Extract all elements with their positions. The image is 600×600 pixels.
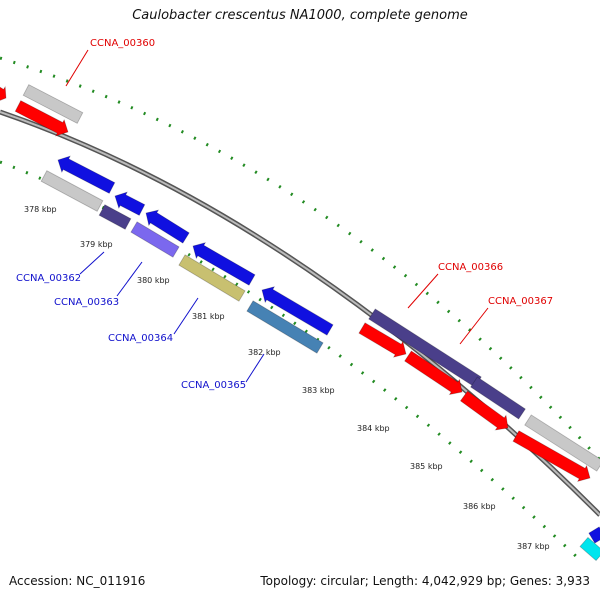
gene-label: CCNA_00360 — [90, 38, 155, 49]
tick-track-inner — [0, 160, 582, 562]
gene-label-leader — [116, 261, 143, 297]
kbp-label: 386 kbp — [463, 502, 496, 511]
gene-label: CCNA_00363 — [54, 297, 119, 308]
gene-label-leader — [245, 353, 265, 383]
genome-summary-text: Topology: circular; Length: 4,042,929 bp… — [260, 574, 590, 588]
gene-arrow-blue-2 — [114, 191, 146, 216]
gene-arrow-ccna00364 — [178, 254, 246, 302]
gene-arrow-red-3 — [512, 430, 591, 483]
gene-arrow-red-2 — [404, 350, 463, 396]
gene-arrow-ccna00366 — [368, 308, 482, 388]
kbp-label: 384 kbp — [357, 424, 390, 433]
kbp-label: 379 kbp — [80, 240, 113, 249]
gene-label: CCNA_00367 — [488, 296, 553, 307]
gene-label-leader — [407, 273, 439, 309]
map-title: Caulobacter crescentus NA1000, complete … — [132, 8, 468, 23]
kbp-label: 385 kbp — [410, 462, 443, 471]
gene-arrow-gray-3 — [524, 414, 600, 472]
accession-text: Accession: NC_011916 — [9, 574, 146, 588]
kbp-label: 387 kbp — [517, 542, 550, 551]
gene-arrow-cyan-edge — [579, 536, 600, 562]
gene-label-leader — [79, 251, 105, 275]
gene-arrow-ccna00360 — [14, 100, 69, 137]
gene-arrow-blue-4 — [192, 242, 256, 286]
kbp-label: 382 kbp — [248, 348, 281, 357]
gene-label-leader — [65, 49, 89, 87]
gene-arrow-left-red — [0, 85, 7, 101]
gene-arrow-red-1 — [358, 322, 407, 358]
gene-label-leader — [459, 307, 489, 345]
kbp-label: 380 kbp — [137, 276, 170, 285]
gene-arrow-gray-2 — [40, 170, 104, 212]
kbp-label: 383 kbp — [302, 386, 335, 395]
gene-arrow-blue-edge — [588, 526, 600, 544]
gene-label: CCNA_00366 — [438, 262, 503, 273]
tick-track-outer — [0, 56, 600, 462]
gene-arrow-blue-3 — [145, 209, 190, 244]
gene-arrow-gray-1 — [22, 84, 84, 124]
gene-arrow-blue-1 — [57, 155, 116, 194]
gene-arrow-ccna00362 — [98, 204, 132, 230]
gene-label: CCNA_00364 — [108, 333, 173, 344]
gene-arrow-purple-2 — [470, 376, 526, 420]
gene-arrow-ccna00365 — [246, 300, 324, 354]
gene-arrow-blue-5 — [261, 286, 334, 336]
gene-arrow-ccna00363 — [130, 221, 180, 258]
gene-label: CCNA_00362 — [16, 273, 81, 284]
gene-label-leader — [173, 297, 199, 335]
kbp-label: 381 kbp — [192, 312, 225, 321]
genome-backbone-highlight — [0, 111, 600, 516]
gene-label: CCNA_00365 — [181, 380, 246, 391]
gene-arrow-ccna00367 — [459, 390, 509, 431]
kbp-label: 378 kbp — [24, 205, 57, 214]
